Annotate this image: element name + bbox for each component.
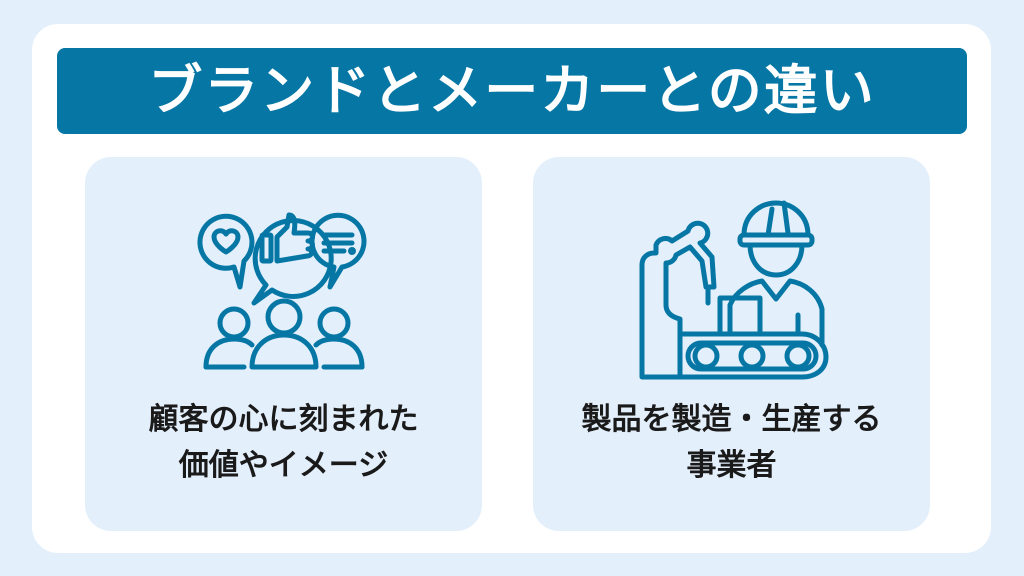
brand-caption: 顧客の心に刻まれた 価値やイメージ — [85, 397, 482, 489]
caption-line: 価値やイメージ — [178, 448, 389, 483]
customer-feedback-icon — [184, 195, 384, 380]
maker-panel: 製品を製造・生産する 事業者 — [533, 157, 930, 531]
brand-panel: 顧客の心に刻まれた 価値やイメージ — [85, 157, 482, 531]
caption-line: 事業者 — [686, 448, 777, 483]
caption-line: 製品を製造・生産する — [581, 402, 882, 437]
page-title: ブランドとメーカーとの違い — [148, 59, 876, 122]
title-banner: ブランドとメーカーとの違い — [57, 48, 967, 134]
factory-worker-icon — [632, 195, 832, 380]
maker-caption: 製品を製造・生産する 事業者 — [533, 397, 930, 489]
caption-line: 顧客の心に刻まれた — [148, 402, 419, 437]
